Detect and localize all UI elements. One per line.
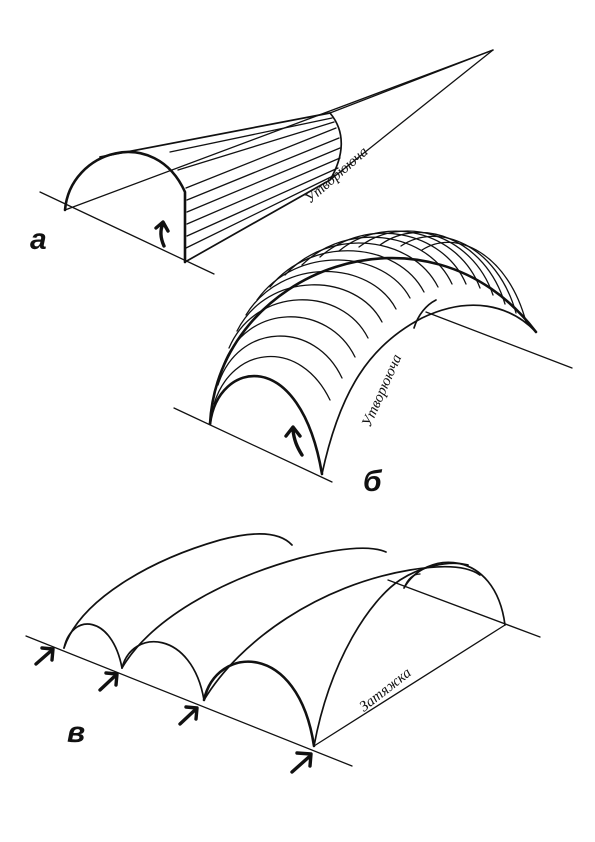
figure-c-shell-edge-3 <box>203 565 481 701</box>
figure-b-letter: б <box>363 465 383 498</box>
figure-b-direction-arrow <box>284 425 304 457</box>
figure-c-multispan-shell: Затяжка в <box>25 533 541 774</box>
figure-b-generatrix-arcs <box>213 230 527 405</box>
figure-c-thrust-arrows <box>34 646 313 774</box>
figure-c-far-joint <box>403 573 421 589</box>
figure-b-base-line <box>173 407 333 483</box>
figure-c-end-arch-2 <box>121 640 205 701</box>
figure-c-end-arch-3 <box>202 660 316 748</box>
figure-a-generatrix-lines <box>169 117 341 249</box>
figure-c-shell-edge-2 <box>121 547 387 669</box>
figure-a-generatrix-label: Утворююча <box>302 144 371 207</box>
figure-b-inner-edge <box>321 304 537 475</box>
figure-a-shell-outline <box>99 112 343 263</box>
figure-c-thrust-arrow-1 <box>34 646 55 666</box>
figure-a-conical-shell: Утворююча а <box>30 49 494 275</box>
figure-b-front-arch <box>208 374 324 476</box>
figure-c-shell-ridge <box>313 562 469 747</box>
figure-c-rear-base-line <box>387 579 541 638</box>
figure-c-letter: в <box>67 716 85 749</box>
figure-c-far-end-arch <box>403 561 506 626</box>
figure-b-arched-shell: Утворююча б <box>173 230 573 498</box>
figure-c-shell-edge-1 <box>63 533 293 649</box>
figure-a-direction-arrow <box>154 220 170 248</box>
figure-c-thrust-arrow-2 <box>98 671 119 692</box>
figure-a-cone-side-edge <box>329 49 494 181</box>
figure-a-end-arch <box>63 150 187 264</box>
figure-b-tie-joint <box>413 299 437 329</box>
figure-c-thrust-arrow-3 <box>178 705 199 726</box>
figure-c-thrust-arrow-4 <box>290 751 313 774</box>
figure-c-tie-label: Затяжка <box>357 665 415 715</box>
figure-a-generatrix-line <box>64 49 494 211</box>
figure-a-letter: а <box>30 223 47 256</box>
figure-c-base-line <box>25 635 353 767</box>
figure-b-rear-base-line <box>425 311 573 369</box>
figure-c-tie-rod <box>313 624 506 747</box>
figure-b-outer-arch <box>208 256 538 426</box>
